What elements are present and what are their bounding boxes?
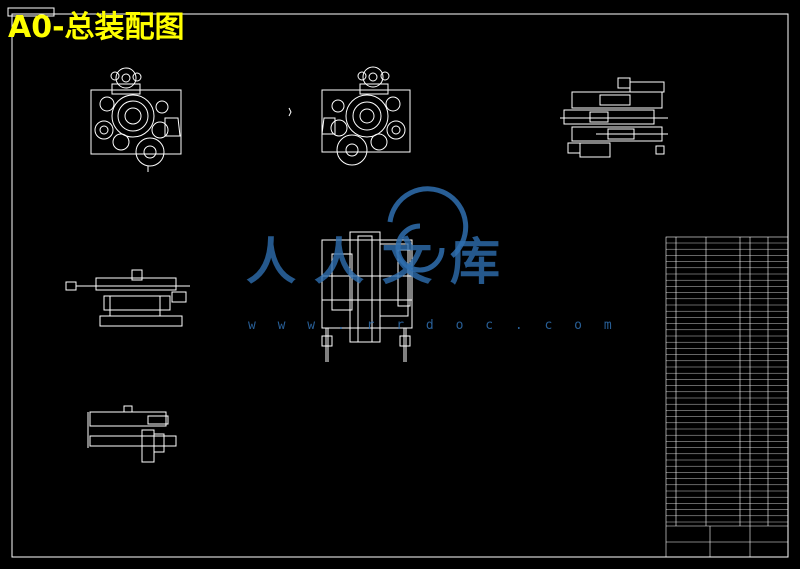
watermark-brand: 人人文库 <box>246 233 518 291</box>
main-section-view <box>321 231 413 362</box>
gear-view-middle <box>321 66 411 166</box>
small-mark <box>288 107 292 117</box>
watermark-logo-icon <box>387 186 469 273</box>
shaft-view-top-right <box>560 77 668 158</box>
watermark-url: w w w . r r d o c . c o m <box>248 318 619 333</box>
parts-list-table <box>665 236 789 558</box>
parts-list-rows <box>666 242 788 523</box>
gear-view-left <box>90 67 182 172</box>
drawing-title: A0-总装配图 <box>8 10 185 45</box>
shaft-view-bottom-left <box>87 405 177 463</box>
slide-view-left <box>65 269 190 327</box>
